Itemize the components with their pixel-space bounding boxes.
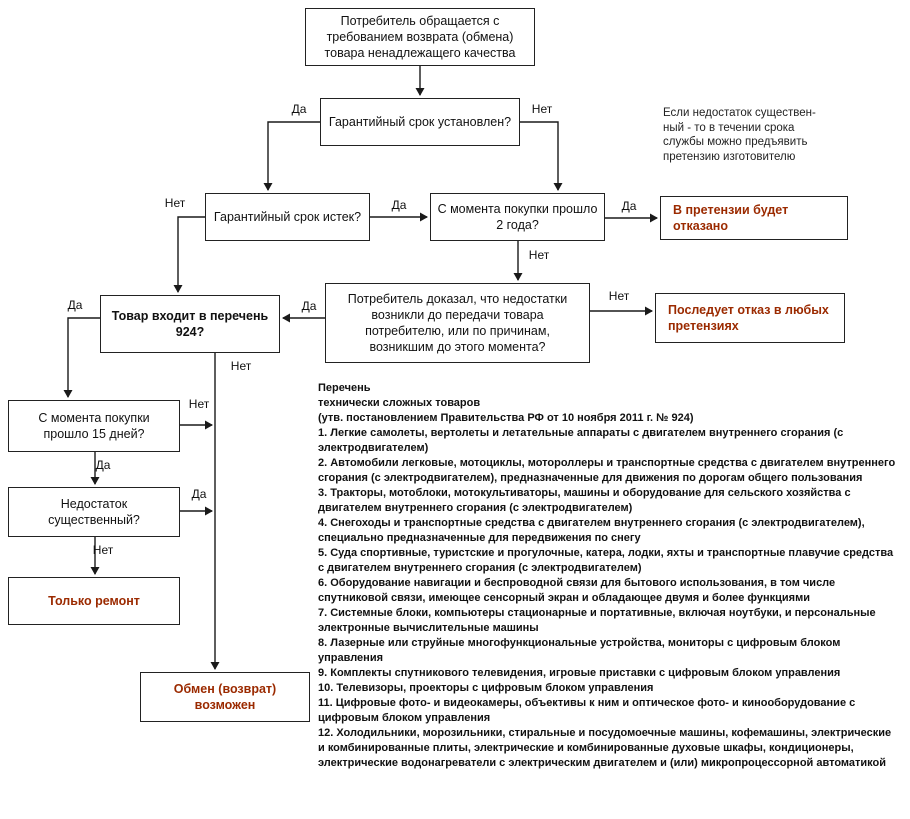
node-repair-only: Только ремонт bbox=[8, 577, 180, 625]
edge-label-no-warranty-expired: Нет bbox=[164, 196, 186, 210]
edge-label-no-defect-significant: Нет bbox=[92, 543, 114, 557]
list-item: 2. Автомобили легковые, мотоциклы, мотор… bbox=[318, 457, 896, 484]
edge-label-yes-defect-significant: Да bbox=[191, 487, 207, 501]
list-item: 8. Лазерные или струйные многофункционал… bbox=[318, 637, 841, 664]
node-in-list-924: Товар входит в перечень 924? bbox=[100, 295, 280, 353]
list-item: 12. Холодильники, морозильники, стиральн… bbox=[318, 727, 892, 769]
edge-label-yes-warranty-expired: Да bbox=[391, 198, 407, 212]
edge-label-no-two-years: Нет bbox=[528, 248, 550, 262]
list-heading-line: (утв. постановлением Правительства РФ от… bbox=[318, 412, 694, 424]
note-line: службы можно предъявить bbox=[663, 136, 808, 148]
node-consumer-proved: Потребитель доказал, что недостатки возн… bbox=[325, 283, 590, 363]
note-line: претензию изготовителю bbox=[663, 150, 796, 163]
node-claim-denied: В претензии будет отказано bbox=[660, 196, 848, 240]
node-start: Потребитель обращается с требованием воз… bbox=[305, 8, 535, 66]
list-item: 4. Снегоходы и транспортные средства с д… bbox=[318, 517, 865, 544]
node-defect-significant: Недостаток существенный? bbox=[8, 487, 180, 537]
node-warranty-expired: Гарантийный срок истек? bbox=[205, 193, 370, 241]
node-exchange-possible: Обмен (возврат) возможен bbox=[140, 672, 310, 722]
list-heading-line: технически сложных товаров bbox=[318, 397, 481, 409]
list-item: 5. Суда спортивные, туристские и прогуло… bbox=[318, 547, 894, 574]
note-manufacturer-claim: Если недостаток существен- ный - то в те… bbox=[663, 106, 898, 164]
edge-label-yes-two-years: Да bbox=[621, 199, 637, 213]
list-item: 7. Системные блоки, компьютеры стационар… bbox=[318, 607, 876, 634]
edge-label-no-consumer-proved: Нет bbox=[608, 289, 630, 303]
list-item: 6. Оборудование навигации и беспроводной… bbox=[318, 577, 836, 604]
edge-label-no-in-list-924: Нет bbox=[230, 359, 252, 373]
list-item: 3. Тракторы, мотоблоки, мотокультиваторы… bbox=[318, 487, 851, 514]
list-item: 9. Комплекты спутникового телевидения, и… bbox=[318, 667, 841, 679]
edge-label-yes-warranty-set: Да bbox=[291, 102, 307, 116]
edge-label-yes-fifteen-days: Да bbox=[95, 458, 111, 472]
list-item: 11. Цифровые фото- и видеокамеры, объект… bbox=[318, 697, 856, 724]
note-line: Если недостаток существен- bbox=[663, 107, 816, 119]
list-heading-line: Перечень bbox=[318, 382, 371, 394]
node-two-years: С момента покупки прошло 2 года? bbox=[430, 193, 605, 241]
list-924-goods: Перечень технически сложных товаров (утв… bbox=[318, 381, 900, 771]
edge-label-yes-consumer-proved: Да bbox=[301, 299, 317, 313]
node-fifteen-days: С момента покупки прошло 15 дней? bbox=[8, 400, 180, 452]
list-item: 10. Телевизоры, проекторы с цифровым бло… bbox=[318, 682, 654, 694]
node-warranty-set: Гарантийный срок установлен? bbox=[320, 98, 520, 146]
edge-label-no-warranty-set: Нет bbox=[531, 102, 553, 116]
edge-label-yes-in-list-924: Да bbox=[67, 298, 83, 312]
edge-label-no-fifteen-days: Нет bbox=[188, 397, 210, 411]
node-refusal-all-claims: Последует отказ в любых претензиях bbox=[655, 293, 845, 343]
list-item: 1. Легкие самолеты, вертолеты и летатель… bbox=[318, 427, 844, 454]
note-line: ный - то в течении срока bbox=[663, 121, 795, 134]
